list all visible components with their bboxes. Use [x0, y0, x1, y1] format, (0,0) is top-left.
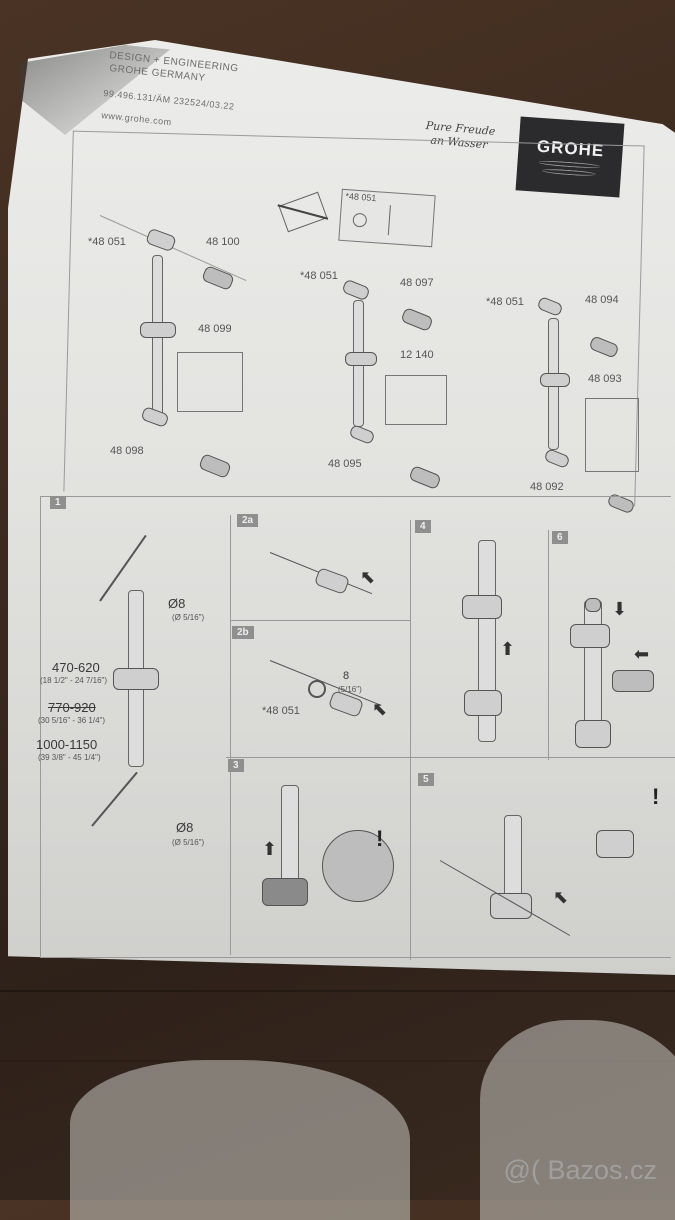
- slider: [140, 322, 176, 338]
- part-number: *48 051: [262, 705, 300, 717]
- drill-diameter: Ø8: [176, 820, 194, 835]
- washer-icon: [352, 212, 368, 228]
- plastic-bag: [480, 1020, 675, 1220]
- washer-inset: *48 051: [338, 188, 436, 248]
- up-arrow-icon: ⬆: [262, 839, 278, 859]
- slider: [462, 595, 502, 619]
- part-number: *48 051: [88, 236, 126, 248]
- up-arrow-icon: ⬆: [500, 639, 516, 659]
- down-arrow-icon: ⬇: [612, 599, 628, 619]
- grid-divider: [230, 515, 231, 955]
- distance-3-mm: 1000-1150: [36, 737, 98, 752]
- detail-inset: [385, 375, 447, 425]
- drill-diameter-inch: (Ø 5/16"): [172, 838, 205, 847]
- holder: [490, 893, 532, 919]
- slider: [540, 373, 570, 387]
- holder: [262, 878, 308, 906]
- detail-inset: [177, 352, 243, 412]
- part-number: 12 140: [400, 349, 434, 361]
- distance-3-inch: (39 3/8" - 45 1/4"): [38, 753, 101, 762]
- distance-1-inch: (18 1/2" - 24 7/16"): [40, 676, 108, 685]
- push-arrow-icon: ⬉: [553, 887, 569, 907]
- step-1-tag: 1: [50, 496, 66, 509]
- step-4-tag: 4: [415, 520, 431, 533]
- slider: [345, 352, 377, 366]
- step-6-tag: 6: [552, 531, 568, 544]
- grid-divider: [226, 757, 675, 758]
- step-5-tag: 5: [418, 773, 434, 786]
- inset-part-number: *48 051: [345, 191, 377, 204]
- part-number: *48 051: [486, 296, 524, 308]
- distance-2-mm: 770-920: [48, 700, 96, 715]
- detail-inset: [585, 398, 639, 472]
- push-arrow-icon: ⬉: [372, 699, 388, 719]
- plastic-bag: [70, 1060, 410, 1220]
- part-number: 48 094: [585, 294, 619, 306]
- part-number: 48 100: [206, 236, 240, 248]
- step-2a-tag: 2a: [237, 514, 259, 527]
- part-number: 48 092: [530, 481, 564, 493]
- holder: [596, 830, 634, 858]
- step-3-tag: 3: [228, 759, 244, 772]
- part-number: 48 098: [110, 445, 144, 457]
- shower-rod: [281, 785, 299, 882]
- grid-divider: [410, 520, 411, 960]
- step-2b-tag: 2b: [232, 626, 254, 639]
- part-number: 48 093: [588, 373, 622, 385]
- distance-1-mm: 470-620: [52, 660, 100, 675]
- part-number: 48 095: [328, 458, 362, 470]
- spacer-size-inch: (5/16"): [338, 685, 362, 694]
- wall-mount-icon: [387, 205, 427, 238]
- warning-icon: !: [652, 784, 660, 809]
- drill-diameter-inch: (Ø 5/16"): [172, 613, 205, 622]
- holder: [464, 690, 502, 716]
- grid-divider: [548, 530, 549, 760]
- end-cap: [612, 670, 654, 692]
- slider: [575, 720, 611, 748]
- spacer-size: 8: [343, 670, 350, 682]
- end-cap: [585, 598, 601, 612]
- drill-diameter: Ø8: [168, 596, 186, 611]
- distance-2-inch: (30 5/16" - 36 1/4"): [38, 716, 106, 725]
- part-number: 48 099: [198, 323, 232, 335]
- part-number: *48 051: [300, 270, 338, 282]
- steps-frame: [40, 496, 671, 958]
- push-arrow-icon: ⬅: [634, 644, 650, 664]
- warning-icon: !: [376, 826, 384, 851]
- part-number: 48 097: [400, 277, 434, 289]
- grid-divider: [230, 620, 410, 621]
- detail-zoom-circle: [322, 830, 394, 902]
- slider: [113, 668, 159, 690]
- watermark: @( Bazos.cz: [503, 1155, 657, 1185]
- washer-icon: [308, 680, 326, 698]
- holder: [570, 624, 610, 648]
- push-arrow-icon: ⬉: [360, 567, 376, 587]
